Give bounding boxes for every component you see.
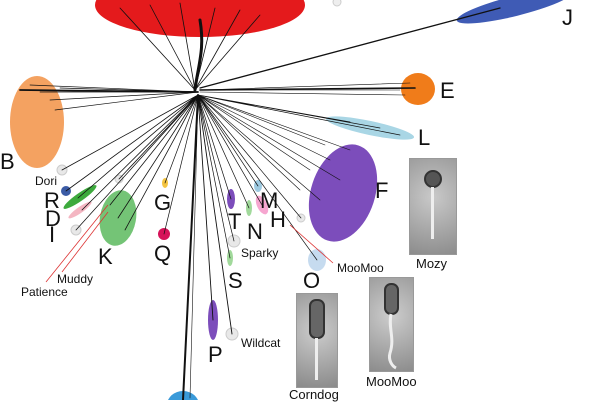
corndog-caption: Corndog	[289, 387, 339, 402]
cluster-label-h: I	[49, 222, 56, 247]
cluster-j-blob	[456, 0, 574, 24]
node-a-edge	[332, 0, 342, 7]
label-moomoo: MooMoo	[337, 261, 384, 275]
cluster-b-blob	[10, 76, 64, 168]
mozy-caption: Mozy	[416, 256, 448, 271]
label-muddy: Muddy	[57, 272, 94, 286]
corndog-micrograph	[296, 293, 338, 388]
cluster-label-o: O	[303, 268, 321, 293]
cluster-r-blob	[63, 185, 97, 209]
cluster-label-m: P	[208, 342, 223, 367]
cluster-label-b: B	[0, 149, 15, 174]
moomoo-caption: MooMoo	[366, 374, 417, 389]
patience-leader	[45, 204, 109, 283]
muddy-leader	[61, 211, 109, 273]
cluster-a-blob	[95, 0, 305, 37]
mozy-micrograph	[409, 158, 457, 255]
moomoo-leader	[289, 224, 334, 264]
cluster-label-f: F	[375, 178, 389, 203]
cluster-label-l: L	[418, 125, 431, 150]
cluster-label-j: J	[562, 5, 573, 30]
cluster-f-blob	[308, 144, 378, 242]
cluster-label-q: Q	[154, 241, 172, 266]
cluster-label-d: D	[45, 206, 61, 231]
cluster-label-s: S	[228, 268, 243, 293]
moomoo-micrograph	[369, 277, 414, 372]
label-wildcat: Wildcat	[241, 336, 281, 350]
label-patience: Patience	[21, 285, 68, 299]
cluster-label-i: H	[270, 207, 286, 232]
cluster-label-t: T	[228, 209, 242, 234]
cluster-label-k: K	[98, 244, 113, 269]
label-sparky: Sparky	[241, 246, 279, 260]
cluster-label-g: G	[154, 190, 172, 215]
cluster-label-r: R	[44, 188, 60, 213]
cluster-label-e: E	[440, 78, 455, 103]
cluster-l-blob	[325, 116, 415, 140]
label-dori: Dori	[35, 174, 58, 188]
cluster-label-p: N	[247, 219, 263, 244]
cluster-e-blob	[401, 73, 435, 105]
tree-branches	[19, 2, 501, 400]
cluster-label-n: M	[260, 188, 279, 213]
